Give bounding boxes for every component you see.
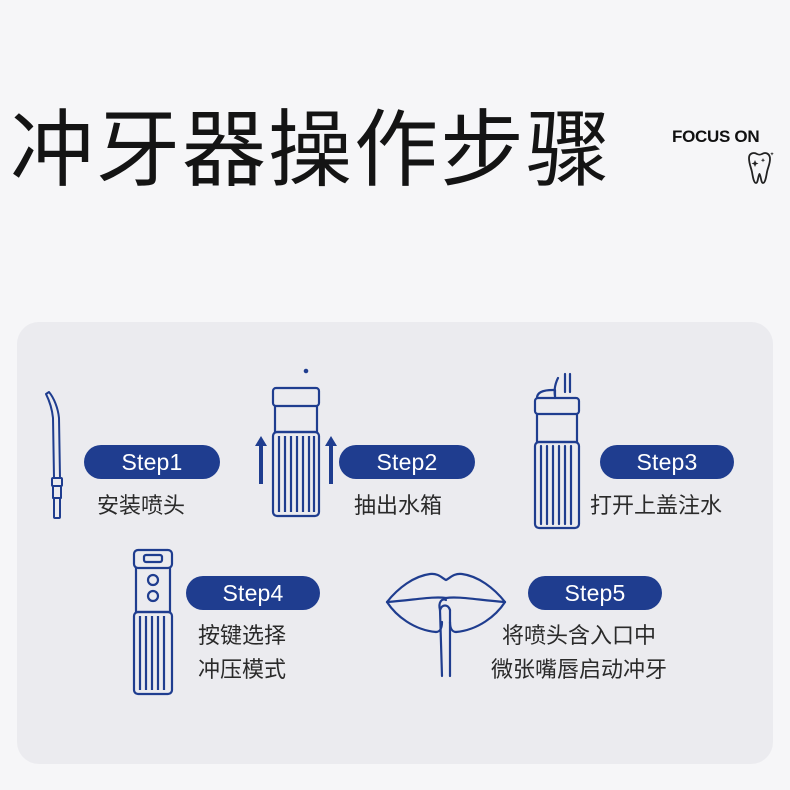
step5-description-line1: 将喷头含入口中 [502, 624, 657, 649]
step4-description-line2: 冲压模式 [198, 658, 287, 683]
pull-out-tank-icon [255, 368, 337, 518]
step1-label: Step1 [84, 445, 220, 479]
page-title: 冲牙器操作步骤 [10, 101, 613, 199]
step4-description-line1: 按键选择 [198, 624, 287, 649]
open-lid-fill-water-icon [533, 372, 581, 530]
mouth-nozzle-icon [385, 572, 507, 678]
step2-label: Step2 [339, 445, 475, 479]
step1-description: 安装喷头 [97, 494, 186, 519]
step4-label: Step4 [186, 576, 320, 610]
nozzle-icon [45, 391, 63, 519]
step3-label: Step3 [600, 445, 734, 479]
step2-description: 抽出水箱 [354, 494, 443, 519]
tooth-sparkle-icon [748, 152, 774, 184]
select-mode-button-icon [132, 548, 174, 696]
step3-description: 打开上盖注水 [590, 494, 723, 519]
brand-text: FOCUS ON [672, 127, 760, 146]
step5-description-line2: 微张嘴唇启动冲牙 [491, 658, 668, 683]
steps-panel [17, 322, 773, 764]
step5-label: Step5 [528, 576, 662, 610]
